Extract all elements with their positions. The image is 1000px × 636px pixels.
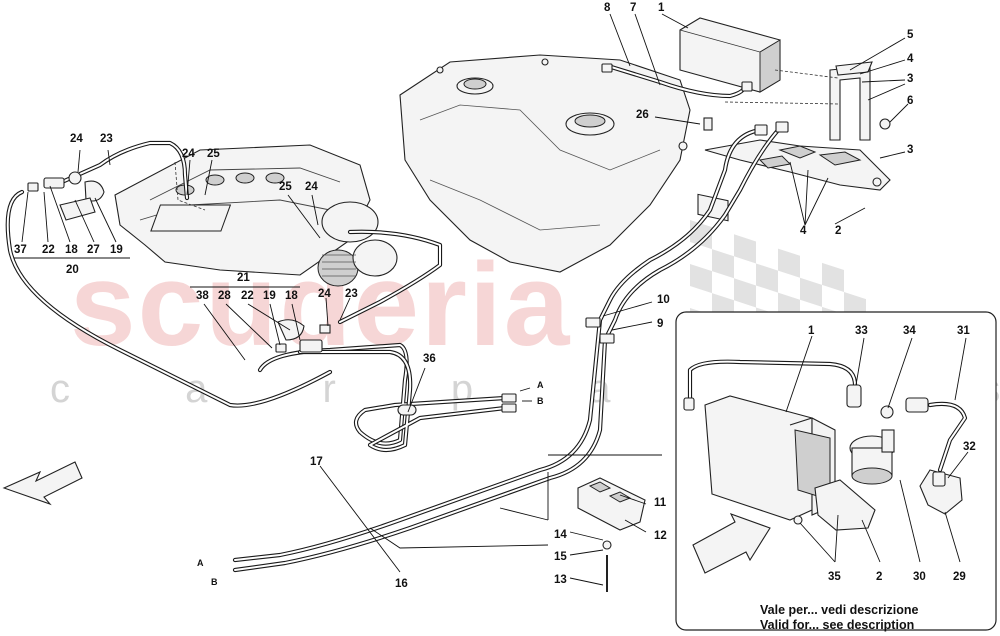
callout-13: 13 bbox=[554, 574, 567, 586]
detail-inset: 1 33 34 31 32 35 2 30 29 Vale per... ved… bbox=[675, 311, 997, 632]
callout-36: 36 bbox=[423, 353, 436, 365]
callout-18a: 18 bbox=[65, 244, 78, 256]
callout-4b: 4 bbox=[800, 225, 807, 237]
callout-3b: 3 bbox=[907, 144, 913, 156]
callout-28: 28 bbox=[218, 290, 231, 302]
flow-label-b: B bbox=[537, 396, 544, 406]
charcoal-canister bbox=[679, 17, 781, 222]
callout-11: 11 bbox=[654, 497, 667, 509]
inset-caption-en: Valid for... see description bbox=[760, 618, 914, 632]
callout-21: 21 bbox=[237, 272, 250, 284]
canister-bracket bbox=[829, 61, 873, 141]
callout-19a: 19 bbox=[110, 244, 123, 256]
callout-25b: 25 bbox=[279, 181, 292, 193]
callouts: 8 7 1 5 4 3 6 3 2 4 26 10 9 11 12 14 15 … bbox=[14, 2, 914, 590]
inset-callout-32: 32 bbox=[963, 441, 976, 453]
fuel-lines bbox=[5, 63, 783, 573]
throttle-body bbox=[317, 201, 398, 287]
callout-7: 7 bbox=[630, 2, 636, 14]
flow-label-a: A bbox=[537, 380, 544, 390]
callout-12: 12 bbox=[654, 530, 667, 542]
callout-24c: 24 bbox=[305, 181, 318, 193]
callout-3a: 3 bbox=[907, 73, 913, 85]
floor-plate bbox=[704, 139, 891, 191]
inset-callout-2: 2 bbox=[876, 571, 882, 583]
callout-20: 20 bbox=[66, 264, 79, 276]
callout-8: 8 bbox=[604, 2, 611, 14]
callout-9: 9 bbox=[657, 318, 663, 330]
inset-caption-it: Vale per... vedi descrizione bbox=[760, 603, 918, 617]
inset-callout-30: 30 bbox=[913, 571, 926, 583]
callout-27: 27 bbox=[87, 244, 100, 256]
intake-manifold bbox=[114, 144, 371, 276]
callout-24d: 24 bbox=[318, 288, 331, 300]
inset-callout-31: 31 bbox=[957, 325, 970, 337]
callout-10: 10 bbox=[657, 294, 670, 306]
callout-38: 38 bbox=[196, 290, 209, 302]
callout-26: 26 bbox=[636, 109, 649, 121]
callout-18b: 18 bbox=[285, 290, 298, 302]
arrow-up-right-icon bbox=[692, 513, 771, 574]
leader-lines bbox=[14, 13, 909, 586]
callout-22b: 22 bbox=[241, 290, 254, 302]
callout-25a: 25 bbox=[207, 148, 220, 160]
callout-4a: 4 bbox=[907, 53, 914, 65]
arrow-down-left-icon bbox=[2, 461, 83, 506]
callout-17: 17 bbox=[310, 456, 323, 468]
flow-label-a2: A bbox=[197, 558, 204, 568]
callout-24b: 24 bbox=[182, 148, 195, 160]
inset-callout-29: 29 bbox=[953, 571, 966, 583]
callout-1: 1 bbox=[658, 2, 665, 14]
inset-callout-33: 33 bbox=[855, 325, 868, 337]
callout-2: 2 bbox=[835, 225, 841, 237]
callout-23b: 23 bbox=[345, 288, 358, 300]
inset-callout-35: 35 bbox=[828, 571, 841, 583]
callout-19b: 19 bbox=[263, 290, 276, 302]
inset-callout-34: 34 bbox=[903, 325, 916, 337]
callout-6: 6 bbox=[907, 95, 913, 107]
fuel-tank bbox=[399, 54, 691, 273]
callout-37: 37 bbox=[14, 244, 27, 256]
inset-callout-1: 1 bbox=[808, 325, 815, 337]
callout-22a: 22 bbox=[42, 244, 55, 256]
callout-5: 5 bbox=[907, 29, 914, 41]
pipe-clip bbox=[577, 477, 646, 592]
flow-arrows: A B A B bbox=[197, 380, 544, 587]
flow-label-b2: B bbox=[211, 577, 218, 587]
callout-23a: 23 bbox=[100, 133, 113, 145]
callout-24a: 24 bbox=[70, 133, 83, 145]
callout-14: 14 bbox=[554, 529, 567, 541]
callout-15: 15 bbox=[554, 551, 567, 563]
bolt-icon bbox=[703, 117, 713, 131]
line-fittings bbox=[27, 63, 789, 416]
nut-icon bbox=[879, 118, 891, 130]
callout-16: 16 bbox=[395, 578, 408, 590]
